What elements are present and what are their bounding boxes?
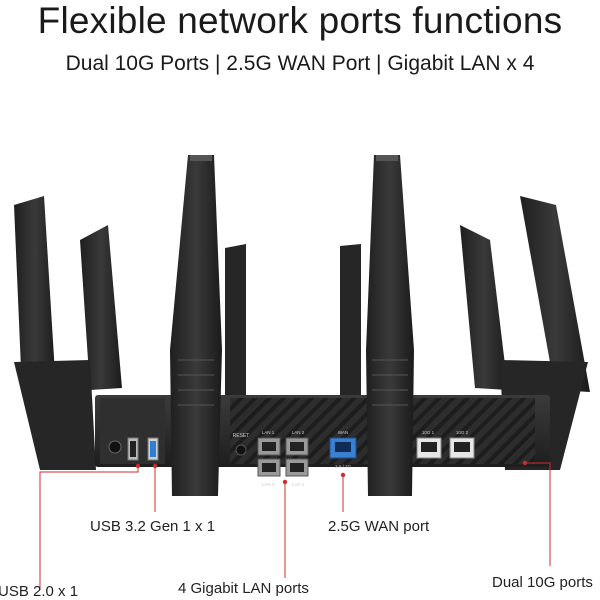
router-left-wing: [14, 360, 96, 470]
antenna-front-right: [366, 155, 414, 496]
lan4-label: LAN 4: [292, 482, 305, 487]
lan3-label: LAN 3: [262, 482, 275, 487]
router-body: [95, 395, 550, 467]
wan-label: WAN: [338, 430, 348, 435]
lan-port-group: LAN 1 LAN 2 LAN 3 LAN 4: [257, 430, 309, 487]
lan2-label: LAN 2: [292, 430, 305, 435]
ten-g-callout-label: Dual 10G ports: [492, 574, 593, 591]
reset-label: RESET: [233, 433, 250, 439]
antenna-mid-left: [80, 225, 122, 390]
antenna-far-right: [520, 196, 590, 392]
wan-speed-label: 2.5 / 1G: [335, 464, 352, 469]
router-illustration: RESET LAN 1 LAN 2 LAN 3 LAN 4 WAN 2.5 / …: [14, 155, 590, 496]
reset-button[interactable]: [235, 444, 247, 456]
page-subtitle: Dual 10G Ports | 2.5G WAN Port | Gigabit…: [65, 52, 535, 75]
antenna-far-left: [14, 196, 56, 392]
antenna-mid-right: [460, 225, 508, 390]
antenna-back-left: [225, 244, 246, 398]
antenna-back-right: [340, 244, 361, 398]
tg2-label: 10G 2: [456, 430, 469, 435]
lan1-label: LAN 1: [262, 430, 275, 435]
lan-callout-label: 4 Gigabit LAN ports: [178, 580, 309, 597]
page-title: Flexible network ports functions: [37, 0, 563, 41]
tg1-label: 10G 1: [422, 430, 435, 435]
power-jack-icon: [108, 440, 122, 454]
usb2-callout-label: USB 2.0 x 1: [0, 583, 79, 600]
antenna-front-left: [170, 155, 222, 496]
wan-callout-label: 2.5G WAN port: [328, 518, 430, 535]
usb3-callout-label: USB 3.2 Gen 1 x 1: [90, 518, 216, 535]
